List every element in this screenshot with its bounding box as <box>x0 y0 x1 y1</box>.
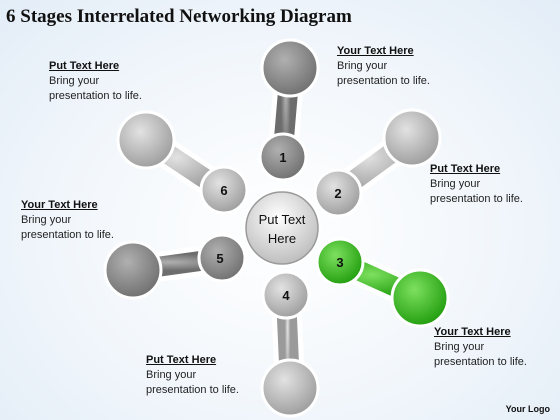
stage-4-number: 4 <box>282 288 290 303</box>
stage-2-line1: Bring your <box>430 178 481 190</box>
stage-2-node[interactable]: 2 <box>313 108 442 218</box>
stage-1-line2: presentation to life. <box>337 75 430 87</box>
stage-3-callout: Your Text Here Bring your presentation t… <box>434 325 527 370</box>
stage-4-heading: Put Text Here <box>146 354 217 366</box>
stage-5-node[interactable]: 5 <box>103 233 247 300</box>
stage-3-line1: Bring your <box>434 341 485 353</box>
center-text-line2: Here <box>268 231 296 246</box>
center-text-line1: Put Text <box>259 212 306 227</box>
stage-1-callout: Your Text Here Bring your presentation t… <box>337 44 430 89</box>
stage-2-heading: Put Text Here <box>430 163 501 175</box>
logo-text: Your Logo <box>505 404 550 414</box>
page-title: 6 Stages Interrelated Networking Diagram <box>6 6 352 27</box>
stage-3-heading: Your Text Here <box>434 326 511 338</box>
stage-1-number: 1 <box>279 150 286 165</box>
stage-5-callout: Your Text Here Bring your presentation t… <box>21 198 114 243</box>
stage-4-line2: presentation to life. <box>146 384 239 396</box>
stage-6-line2: presentation to life. <box>49 90 142 102</box>
stage-6-line1: Bring your <box>49 75 100 87</box>
stage-5-line1: Bring your <box>21 214 72 226</box>
stage-2-number: 2 <box>334 186 341 201</box>
stage-3-line2: presentation to life. <box>434 356 527 368</box>
stage-5-number: 5 <box>216 251 223 266</box>
stage-3-node[interactable]: 3 <box>315 237 450 328</box>
stage-1-heading: Your Text Here <box>337 45 414 57</box>
stage-5-line2: presentation to life. <box>21 229 114 241</box>
stage-2-callout: Put Text Here Bring your presentation to… <box>430 162 523 207</box>
stage-6-number: 6 <box>220 183 227 198</box>
center-hub[interactable]: Put Text Here <box>243 189 321 267</box>
stage-1-node[interactable]: 1 <box>258 38 320 182</box>
stage-6-node[interactable]: 6 <box>116 110 249 215</box>
stage-4-callout: Put Text Here Bring your presentation to… <box>146 353 239 398</box>
stage-6-callout: Put Text Here Bring your presentation to… <box>49 59 142 104</box>
stage-6-heading: Put Text Here <box>49 60 120 72</box>
stage-2-line2: presentation to life. <box>430 193 523 205</box>
stage-3-number: 3 <box>336 255 343 270</box>
stage-1-line1: Bring your <box>337 60 388 72</box>
stage-4-node[interactable]: 4 <box>260 270 320 418</box>
stage-5-heading: Your Text Here <box>21 199 98 211</box>
stage-4-line1: Bring your <box>146 369 197 381</box>
